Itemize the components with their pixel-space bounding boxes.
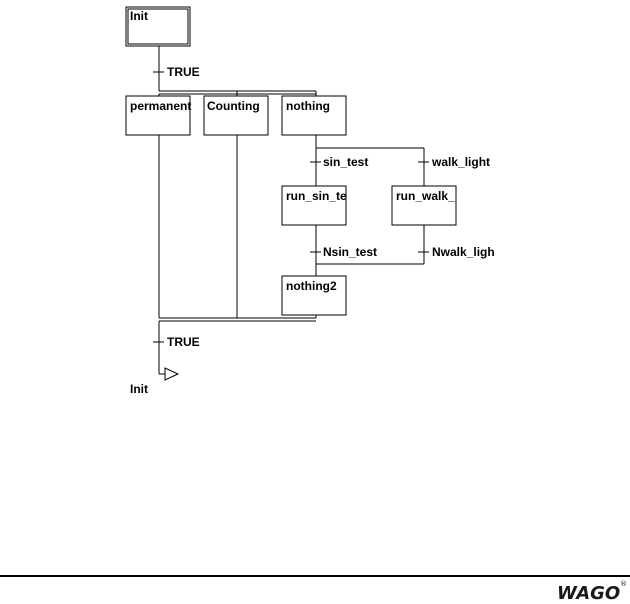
step-permanent-label: permanent: [130, 99, 191, 113]
step-run-walk-label: run_walk_: [396, 189, 455, 203]
step-nothing-label: nothing: [286, 99, 330, 113]
jump-arrow-icon[interactable]: [164, 367, 180, 381]
step-permanent[interactable]: permanent: [125, 95, 191, 136]
step-run-sin[interactable]: run_sin_te: [281, 185, 347, 226]
transition-nsin-test-label[interactable]: Nsin_test: [323, 245, 377, 259]
step-nothing[interactable]: nothing: [281, 95, 347, 136]
wago-logo-text: WAGO: [557, 583, 620, 604]
step-nothing2[interactable]: nothing2: [281, 275, 347, 316]
step-run-sin-label: run_sin_te: [286, 189, 347, 203]
wago-logo: WAGO ®: [557, 580, 627, 604]
transition-walk-light-label[interactable]: walk_light: [431, 155, 490, 169]
transition-nwalk-light-label[interactable]: Nwalk_ligh: [432, 245, 495, 259]
transition-sin-test-label[interactable]: sin_test: [323, 155, 368, 169]
step-init[interactable]: Init: [125, 6, 191, 47]
transition-true-bottom-label[interactable]: TRUE: [167, 335, 200, 349]
step-init-label: Init: [130, 9, 148, 23]
step-counting-label: Counting: [207, 99, 260, 113]
jump-target-label: Init: [130, 382, 148, 396]
step-nothing2-label: nothing2: [286, 279, 337, 293]
wago-registered-mark: ®: [620, 580, 627, 588]
step-run-walk[interactable]: run_walk_: [391, 185, 457, 226]
transition-true-top-label[interactable]: TRUE: [167, 65, 200, 79]
step-counting[interactable]: Counting: [203, 95, 269, 136]
